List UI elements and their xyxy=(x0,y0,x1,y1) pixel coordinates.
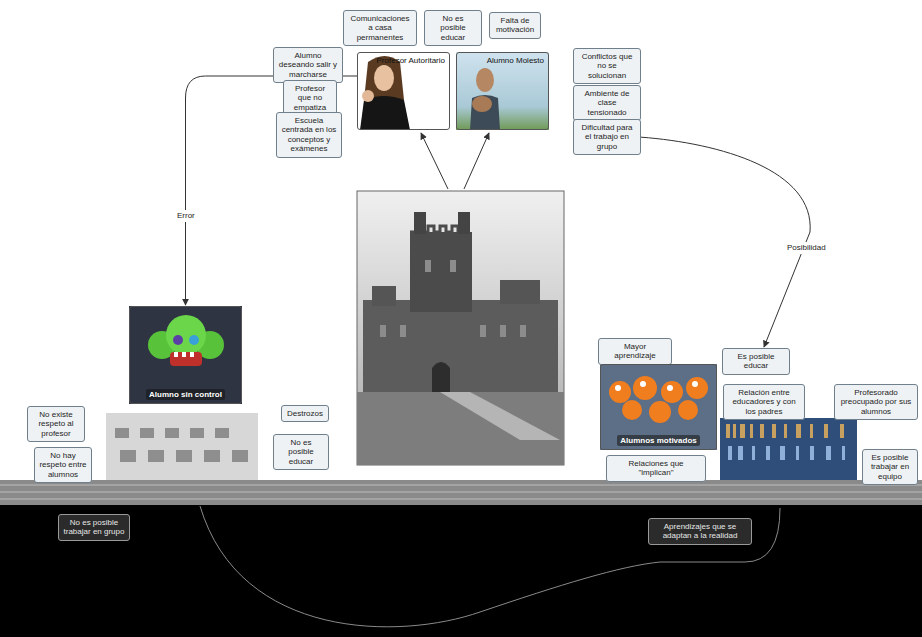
concept-text: Alumno deseando salir y marcharse xyxy=(278,51,338,79)
link-label: Error xyxy=(174,210,198,222)
concept-box: Alumno deseando salir y marcharse xyxy=(273,47,343,83)
concept-box: Conflictos que no se solucionan xyxy=(573,48,641,84)
concept-box: Ambiente de clase tensionado xyxy=(573,85,641,121)
concept-text: Ambiente de clase tensionado xyxy=(578,89,636,117)
image-node: Profesor Autoritario xyxy=(357,52,450,130)
concept-text: Conflictos que no se solucionan xyxy=(578,52,636,80)
concept-text: Comunicaciones a casa permanentes xyxy=(348,14,412,42)
concept-text: Escuela centrada en los conceptos y exám… xyxy=(281,116,337,154)
concept-box: Aprendizajes que se adaptan a la realida… xyxy=(648,518,752,545)
teacher-photo xyxy=(357,52,450,130)
image-node: Alumno Molesto xyxy=(456,52,549,130)
concept-text: Destrozos xyxy=(286,409,324,418)
bottom-link xyxy=(200,506,780,627)
concept-text: Relación entre educadores y con los padr… xyxy=(728,388,800,416)
castle-photo xyxy=(357,191,564,465)
concept-text: Falta de motivación xyxy=(494,16,536,35)
concept-text: Relaciones que "implican" xyxy=(611,459,701,478)
concept-text: No es posible educar xyxy=(429,14,477,42)
concept-box: No es posible trabajar en grupo xyxy=(58,514,130,541)
castle-arrow xyxy=(464,133,489,189)
concept-box: No existe respeto al profesor xyxy=(27,406,85,442)
concept-text: Es posible educar xyxy=(727,352,785,371)
concept-text: Alumno Molesto xyxy=(487,56,544,65)
concept-text: Dificultad para el trabajo en grupo xyxy=(578,123,636,151)
concept-text: No hay respeto entre alumnos xyxy=(39,451,87,479)
concept-box: Profesorado preocupado por sus alumnos xyxy=(834,384,918,420)
concept-box: Es posible educar xyxy=(722,348,790,375)
dark-band xyxy=(0,505,922,637)
concept-text: No es posible educar xyxy=(278,438,324,466)
monster-photo xyxy=(129,306,242,404)
concept-box: Relaciones que "implican" xyxy=(606,455,706,482)
concept-box: Dificultad para el trabajo en grupo xyxy=(573,119,641,155)
concept-text: Alumnos motivados xyxy=(617,435,699,446)
concept-box: No hay respeto entre alumnos xyxy=(34,447,92,483)
glitch-strip xyxy=(0,480,922,505)
glitch-lines xyxy=(0,485,922,499)
concept-box: No es posible educar xyxy=(424,10,482,46)
concept-text: Es posible trabajar en equipo xyxy=(867,453,913,481)
concept-text: Mayor aprendizaje xyxy=(603,342,667,361)
castle-arrow xyxy=(421,133,448,189)
concept-box: Comunicaciones a casa permanentes xyxy=(343,10,417,46)
concept-box: Destrozos xyxy=(281,405,329,422)
concept-text: Alumno sin control xyxy=(146,389,225,400)
concept-box: Falta de motivación xyxy=(489,12,541,39)
link-label: Posibilidad xyxy=(784,242,829,254)
concept-text: Profesorado preocupado por sus alumnos xyxy=(839,388,913,416)
concept-box: Profesor que no empatiza xyxy=(283,80,337,116)
library-photo xyxy=(720,418,857,480)
concept-text: No existe respeto al profesor xyxy=(32,410,80,438)
fish-photo xyxy=(600,364,717,450)
concept-box: Es posible trabajar en equipo xyxy=(862,449,918,485)
image-node: Alumnos motivados xyxy=(600,364,717,450)
concept-box: No es posible educar xyxy=(273,434,329,470)
concept-box: Relación entre educadores y con los padr… xyxy=(723,384,805,420)
image-node: Alumno sin control xyxy=(129,306,242,404)
concept-text: No es posible trabajar en grupo xyxy=(63,518,125,537)
student-photo xyxy=(456,52,549,130)
concept-box: Escuela centrada en los conceptos y exám… xyxy=(276,112,342,158)
link-line xyxy=(186,76,358,305)
concept-text: Profesor que no empatiza xyxy=(288,84,332,112)
concept-box: Mayor aprendizaje xyxy=(598,338,672,365)
concept-text: Profesor Autoritario xyxy=(377,56,445,65)
classroom-photo xyxy=(106,413,258,480)
concept-text: Aprendizajes que se adaptan a la realida… xyxy=(653,522,747,541)
